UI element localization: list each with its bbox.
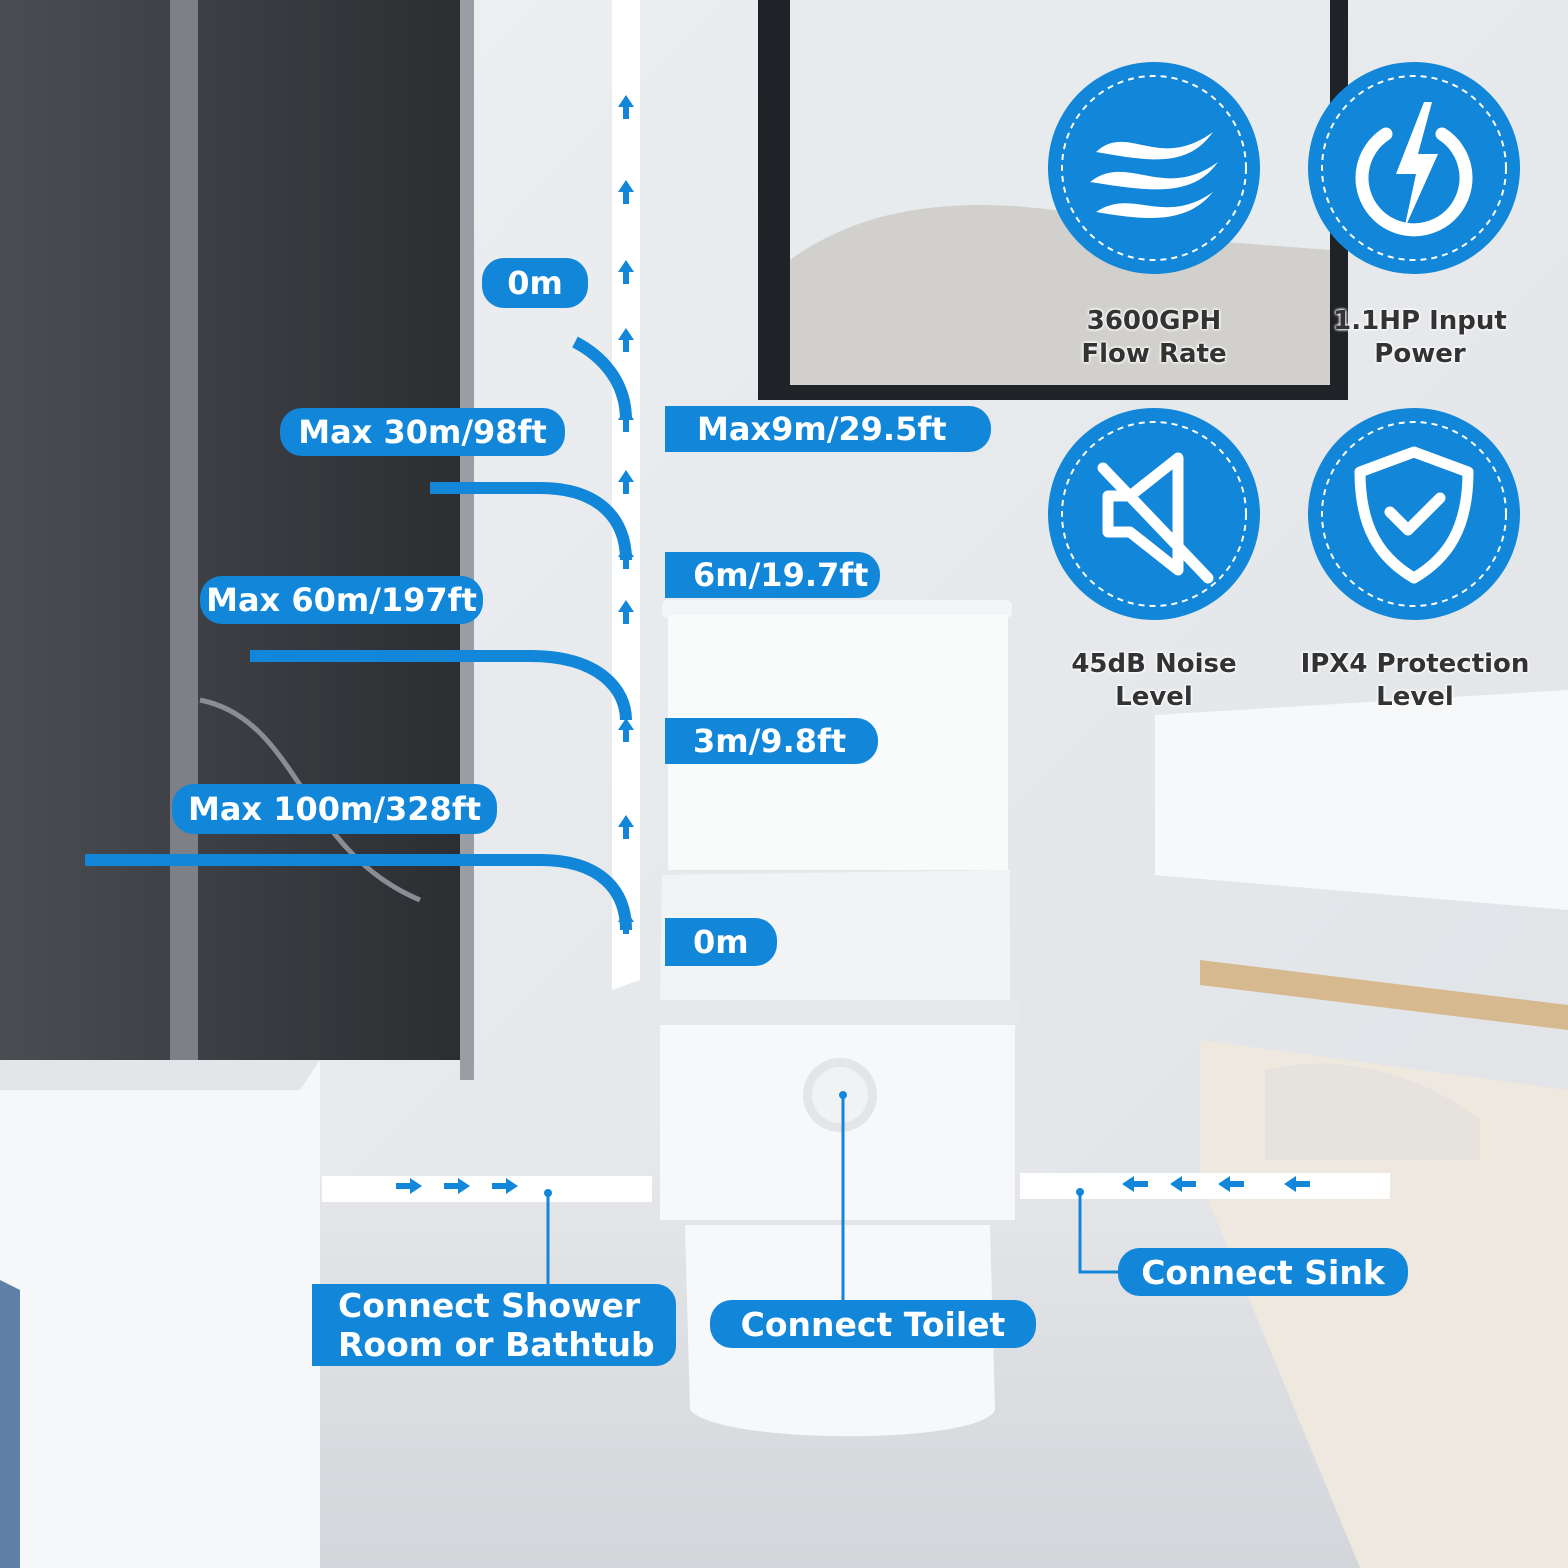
toilet-seat (660, 870, 1010, 1000)
connect-toilet-label: Connect Toilet (710, 1300, 1036, 1348)
feature-power: 1.1HP Input Power (1300, 305, 1540, 370)
feature-protection: IPX4 Protection Level (1290, 648, 1540, 713)
feature-protection-line2: Level (1376, 681, 1454, 712)
height-label-0m: 0m (665, 918, 777, 966)
flow-up-arrows (618, 95, 634, 934)
sink-counter (1155, 690, 1568, 910)
power-bolt-icon (1321, 75, 1507, 261)
height-label-6m: 6m/19.7ft (665, 552, 880, 598)
feature-noise: 45dB Noise Level (1040, 648, 1268, 713)
feature-flow-rate-line1: 3600GPH (1086, 306, 1222, 336)
feature-flow-rate: 3600GPH Flow Rate (1040, 305, 1268, 370)
bathtub (0, 1060, 320, 1568)
discharge-pipe (612, 0, 640, 990)
flow-right-arrows (396, 1178, 518, 1194)
distance-label-30m: Max 30m/98ft (280, 408, 565, 456)
connect-shower-line2: Room or Bathtub (338, 1325, 655, 1364)
flow-rate-badge (1048, 62, 1260, 274)
noise-badge (1048, 408, 1260, 620)
protection-badge (1308, 408, 1520, 620)
waves-icon (1061, 75, 1247, 261)
height-label-top: 0m (482, 258, 588, 308)
feature-noise-line1: 45dB Noise (1071, 649, 1237, 679)
connect-shower-line1: Connect Shower (338, 1286, 641, 1325)
shield-check-icon (1321, 421, 1507, 607)
mute-speaker-icon (1061, 421, 1247, 607)
shower-inlet-pipe (322, 1176, 652, 1202)
feature-flow-rate-line2: Flow Rate (1081, 338, 1227, 369)
distance-label-60m: Max 60m/197ft (200, 576, 483, 624)
shower-wall (0, 0, 470, 1060)
leader-lines (546, 1095, 1120, 1300)
feature-power-line2: Power (1374, 338, 1466, 369)
connect-sink-label: Connect Sink (1118, 1248, 1408, 1296)
height-label-max9: Max9m/29.5ft (665, 406, 991, 452)
power-badge (1308, 62, 1520, 274)
distance-label-100m: Max 100m/328ft (172, 784, 497, 834)
feature-noise-line2: Level (1115, 681, 1193, 712)
height-label-3m: 3m/9.8ft (665, 718, 878, 764)
connect-shower-label: Connect Shower Room or Bathtub (312, 1284, 676, 1366)
flow-left-arrows (1122, 1176, 1310, 1192)
toilet-tank-lid (662, 600, 1012, 618)
feature-protection-line1: IPX4 Protection (1300, 649, 1530, 679)
sink-inlet-pipe (1020, 1173, 1390, 1199)
feature-power-line1: 1.1HP Input (1333, 306, 1507, 336)
